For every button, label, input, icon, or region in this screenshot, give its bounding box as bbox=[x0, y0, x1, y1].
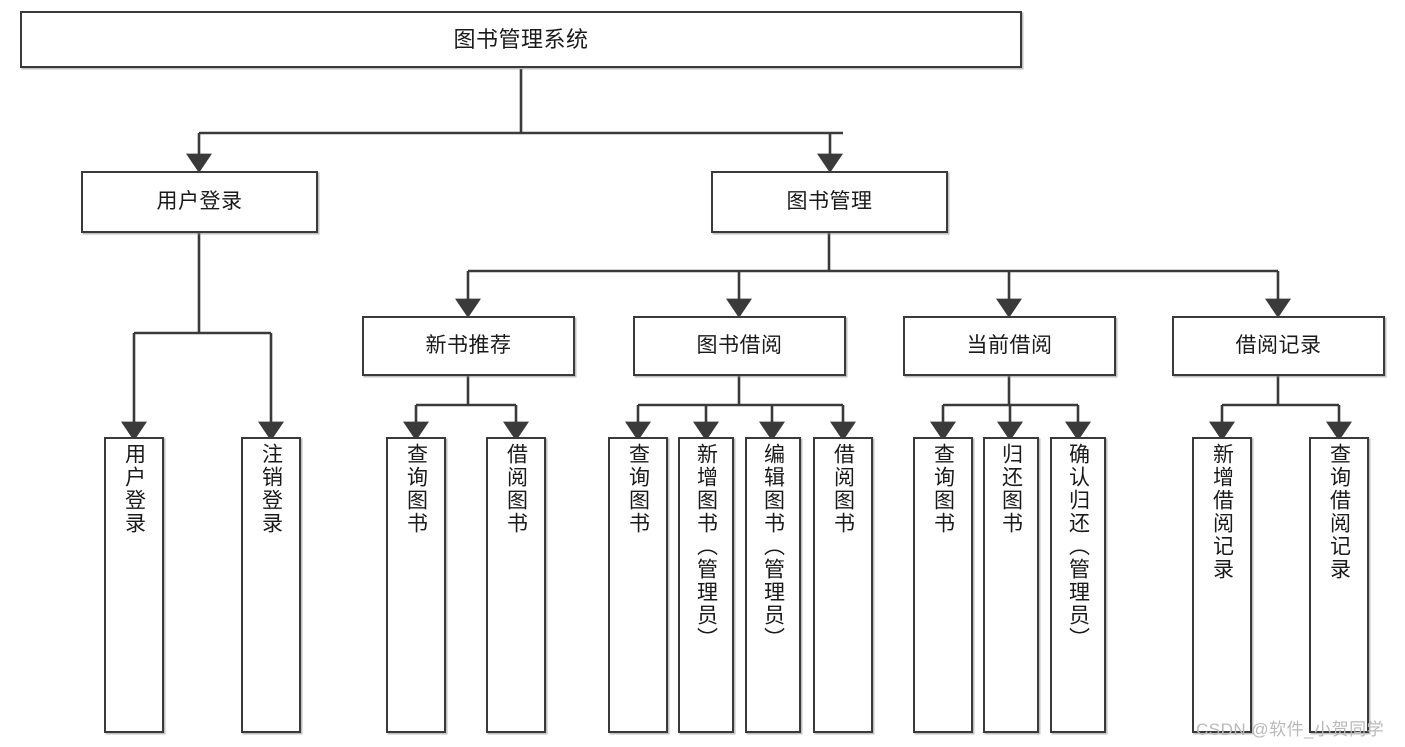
node-borrow-record-label: 借阅记录 bbox=[1235, 333, 1322, 357]
node-leaf-add-book-label: 新增图书（管理员） bbox=[694, 443, 718, 650]
node-leaf-return-book-label: 归还图书 bbox=[999, 443, 1023, 535]
node-book-manage[interactable]: 图书管理 bbox=[711, 171, 948, 233]
node-leaf-user-login[interactable]: 用户登录 bbox=[104, 437, 164, 733]
node-current-borrow-label: 当前借阅 bbox=[966, 333, 1053, 357]
node-root-label: 图书管理系统 bbox=[453, 26, 589, 52]
node-leaf-query-record[interactable]: 查询借阅记录 bbox=[1309, 437, 1369, 733]
node-leaf-edit-book-label: 编辑图书（管理员） bbox=[761, 443, 785, 650]
node-book-manage-label: 图书管理 bbox=[786, 189, 873, 213]
node-leaf-query-book-a[interactable]: 查询图书 bbox=[386, 437, 446, 733]
node-leaf-borrow-book-a[interactable]: 借阅图书 bbox=[486, 437, 546, 733]
node-leaf-logout[interactable]: 注销登录 bbox=[241, 437, 301, 733]
node-leaf-query-book-a-label: 查询图书 bbox=[404, 443, 428, 535]
node-leaf-add-record[interactable]: 新增借阅记录 bbox=[1192, 437, 1252, 733]
csdn-watermark: CSDN @软件_小贺同学 bbox=[1196, 720, 1385, 739]
node-leaf-borrow-book-a-label: 借阅图书 bbox=[504, 443, 528, 535]
node-new-book-rec[interactable]: 新书推荐 bbox=[362, 316, 575, 376]
node-leaf-confirm-return[interactable]: 确认归还（管理员） bbox=[1050, 437, 1106, 733]
node-root[interactable]: 图书管理系统 bbox=[20, 11, 1022, 68]
node-user-login-label: 用户登录 bbox=[156, 189, 243, 213]
node-book-borrow-label: 图书借阅 bbox=[696, 333, 783, 357]
node-leaf-add-book[interactable]: 新增图书（管理员） bbox=[678, 437, 734, 733]
node-leaf-borrow-book-b[interactable]: 借阅图书 bbox=[813, 437, 873, 733]
node-leaf-borrow-book-b-label: 借阅图书 bbox=[831, 443, 855, 535]
node-leaf-return-book[interactable]: 归还图书 bbox=[983, 437, 1039, 733]
node-leaf-query-book-b-label: 查询图书 bbox=[626, 443, 650, 535]
node-leaf-logout-label: 注销登录 bbox=[259, 443, 283, 535]
node-leaf-user-login-label: 用户登录 bbox=[122, 443, 146, 535]
node-book-borrow[interactable]: 图书借阅 bbox=[633, 316, 846, 376]
node-leaf-query-book-c[interactable]: 查询图书 bbox=[913, 437, 973, 733]
node-leaf-confirm-return-label: 确认归还（管理员） bbox=[1066, 443, 1090, 650]
node-new-book-rec-label: 新书推荐 bbox=[425, 333, 512, 357]
node-leaf-add-record-label: 新增借阅记录 bbox=[1210, 443, 1234, 581]
node-leaf-edit-book[interactable]: 编辑图书（管理员） bbox=[745, 437, 801, 733]
node-borrow-record[interactable]: 借阅记录 bbox=[1172, 316, 1385, 376]
node-leaf-query-book-b[interactable]: 查询图书 bbox=[608, 437, 668, 733]
node-leaf-query-book-c-label: 查询图书 bbox=[931, 443, 955, 535]
node-leaf-query-record-label: 查询借阅记录 bbox=[1327, 443, 1351, 581]
node-current-borrow[interactable]: 当前借阅 bbox=[903, 316, 1116, 376]
node-user-login[interactable]: 用户登录 bbox=[81, 171, 318, 233]
